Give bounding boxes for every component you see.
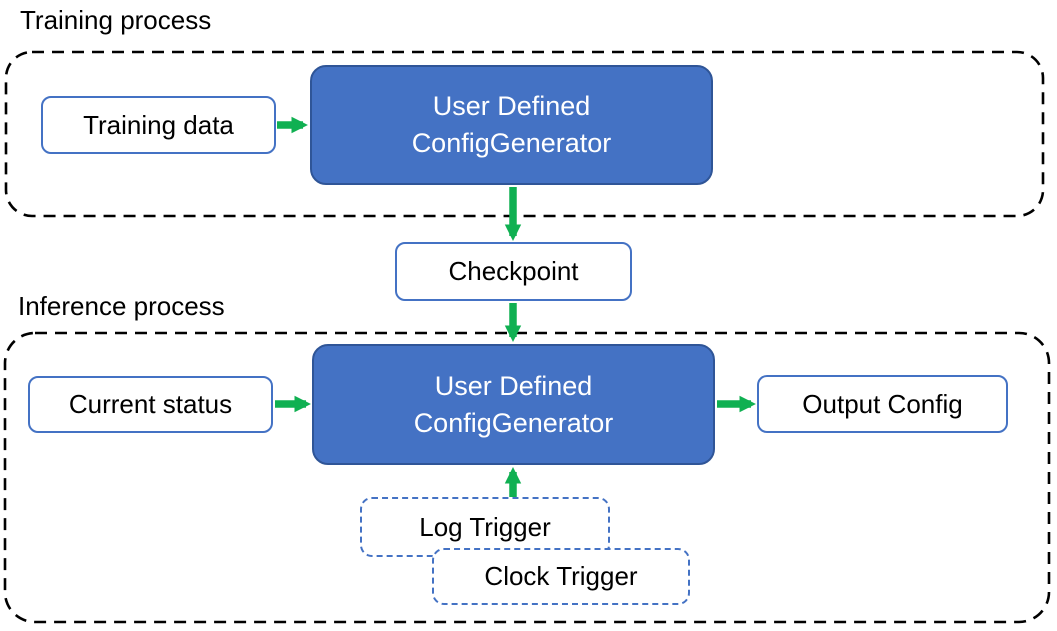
clock-trigger-node: Clock Trigger [432, 548, 690, 605]
training-config-generator-line2: ConfigGenerator [411, 128, 612, 158]
inference-config-generator-line1: User Defined [434, 370, 593, 401]
inference-section-title: Inference process [18, 291, 225, 321]
training-section-title: Training process [20, 5, 212, 35]
training-config-generator-node: User Defined ConfigGenerator [310, 65, 713, 185]
inference-config-generator-node: User Defined ConfigGenerator [312, 344, 715, 465]
training-data-node: Training data [41, 96, 276, 154]
training-config-generator-line1: User Defined [432, 91, 591, 121]
output-config-node: Output Config [757, 375, 1008, 433]
current-status-node: Current status [28, 376, 273, 433]
checkpoint-node: Checkpoint [395, 242, 632, 301]
inference-config-generator-line2: ConfigGenerator [413, 407, 614, 438]
